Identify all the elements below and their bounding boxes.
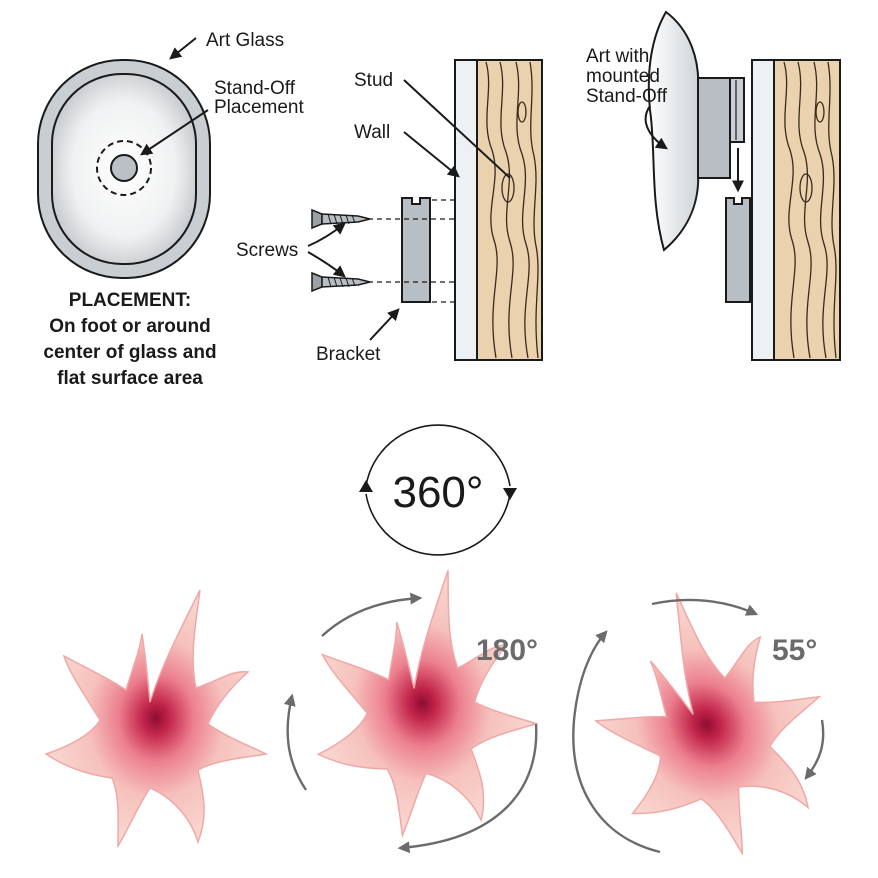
rotate-arrow-icon xyxy=(283,693,307,791)
placement-line-4: flat surface area xyxy=(57,368,203,389)
art-glass-piece xyxy=(316,570,539,839)
rotation-180-label: 180° xyxy=(476,634,538,667)
rotate-arrow-icon xyxy=(651,598,759,616)
label-art-3: Stand-Off xyxy=(586,86,668,107)
stud-leader xyxy=(403,79,511,179)
label-wall: Wall xyxy=(354,122,390,143)
art-glass-piece xyxy=(44,589,269,849)
label-standoff-2: Placement xyxy=(214,97,304,118)
placement-heading: PLACEMENT: xyxy=(69,290,191,311)
rotate-arrow-icon xyxy=(365,424,511,487)
rotation-360-label: 360° xyxy=(392,468,483,517)
art-glass-profile xyxy=(647,10,700,252)
placement-line-3: center of glass and xyxy=(43,342,216,363)
rotation-55-indicator xyxy=(572,598,825,854)
wall-bracket xyxy=(401,197,431,303)
art-glass-placement-figure: Art Glass Stand-Off Placement PLACEMENT:… xyxy=(37,30,304,389)
mounted-standoff-tab xyxy=(729,77,745,143)
rotation-180-indicator xyxy=(283,592,538,854)
label-stud: Stud xyxy=(354,70,393,91)
alignment-lines xyxy=(368,199,454,303)
art-mounted-figure: Art with mounted Stand-Off xyxy=(586,10,841,361)
wall-bracket-figure: Stud Wall Screws Bracket xyxy=(236,59,543,365)
rotate-arrow-icon xyxy=(365,493,511,556)
label-screws: Screws xyxy=(236,240,298,261)
standoff-placement-dashed xyxy=(96,140,152,196)
wall-board xyxy=(454,59,478,361)
bracket-leader xyxy=(369,308,400,341)
screws-leader-bottom xyxy=(307,251,346,278)
art-glass-leader xyxy=(169,37,197,60)
label-art-glass: Art Glass xyxy=(206,30,284,51)
label-standoff-1: Stand-Off xyxy=(214,78,296,99)
rotation-55-label: 55° xyxy=(772,634,817,667)
screws-leader-top xyxy=(307,222,346,247)
art-glass-piece xyxy=(593,592,822,857)
rotate-arrowhead-right xyxy=(503,488,517,500)
screw-icon xyxy=(311,208,371,230)
rotate-arrow-icon xyxy=(572,630,661,854)
label-art-2: mounted xyxy=(586,66,660,87)
stud-right-wood-grain xyxy=(783,61,837,359)
label-bracket: Bracket xyxy=(316,344,381,365)
art-leader xyxy=(644,105,668,150)
placement-line-2: On foot or around xyxy=(49,316,210,337)
stud-wood-grain xyxy=(485,61,539,359)
rotate-arrow-icon xyxy=(397,723,538,854)
label-art-1: Art with xyxy=(586,46,649,67)
rotate-arrow-icon xyxy=(804,719,825,780)
standoff-leader xyxy=(140,109,209,156)
rotate-arrowhead-left xyxy=(359,480,373,492)
wall-leader xyxy=(403,131,460,178)
wall-bracket-right xyxy=(725,197,751,303)
rotate-arrow-icon xyxy=(321,592,423,637)
screw-icon xyxy=(311,271,371,293)
mounted-standoff xyxy=(697,77,731,179)
rotation-360-indicator: 360° xyxy=(359,424,517,556)
wall-board-right xyxy=(751,59,775,361)
standoff-dot xyxy=(110,154,138,182)
